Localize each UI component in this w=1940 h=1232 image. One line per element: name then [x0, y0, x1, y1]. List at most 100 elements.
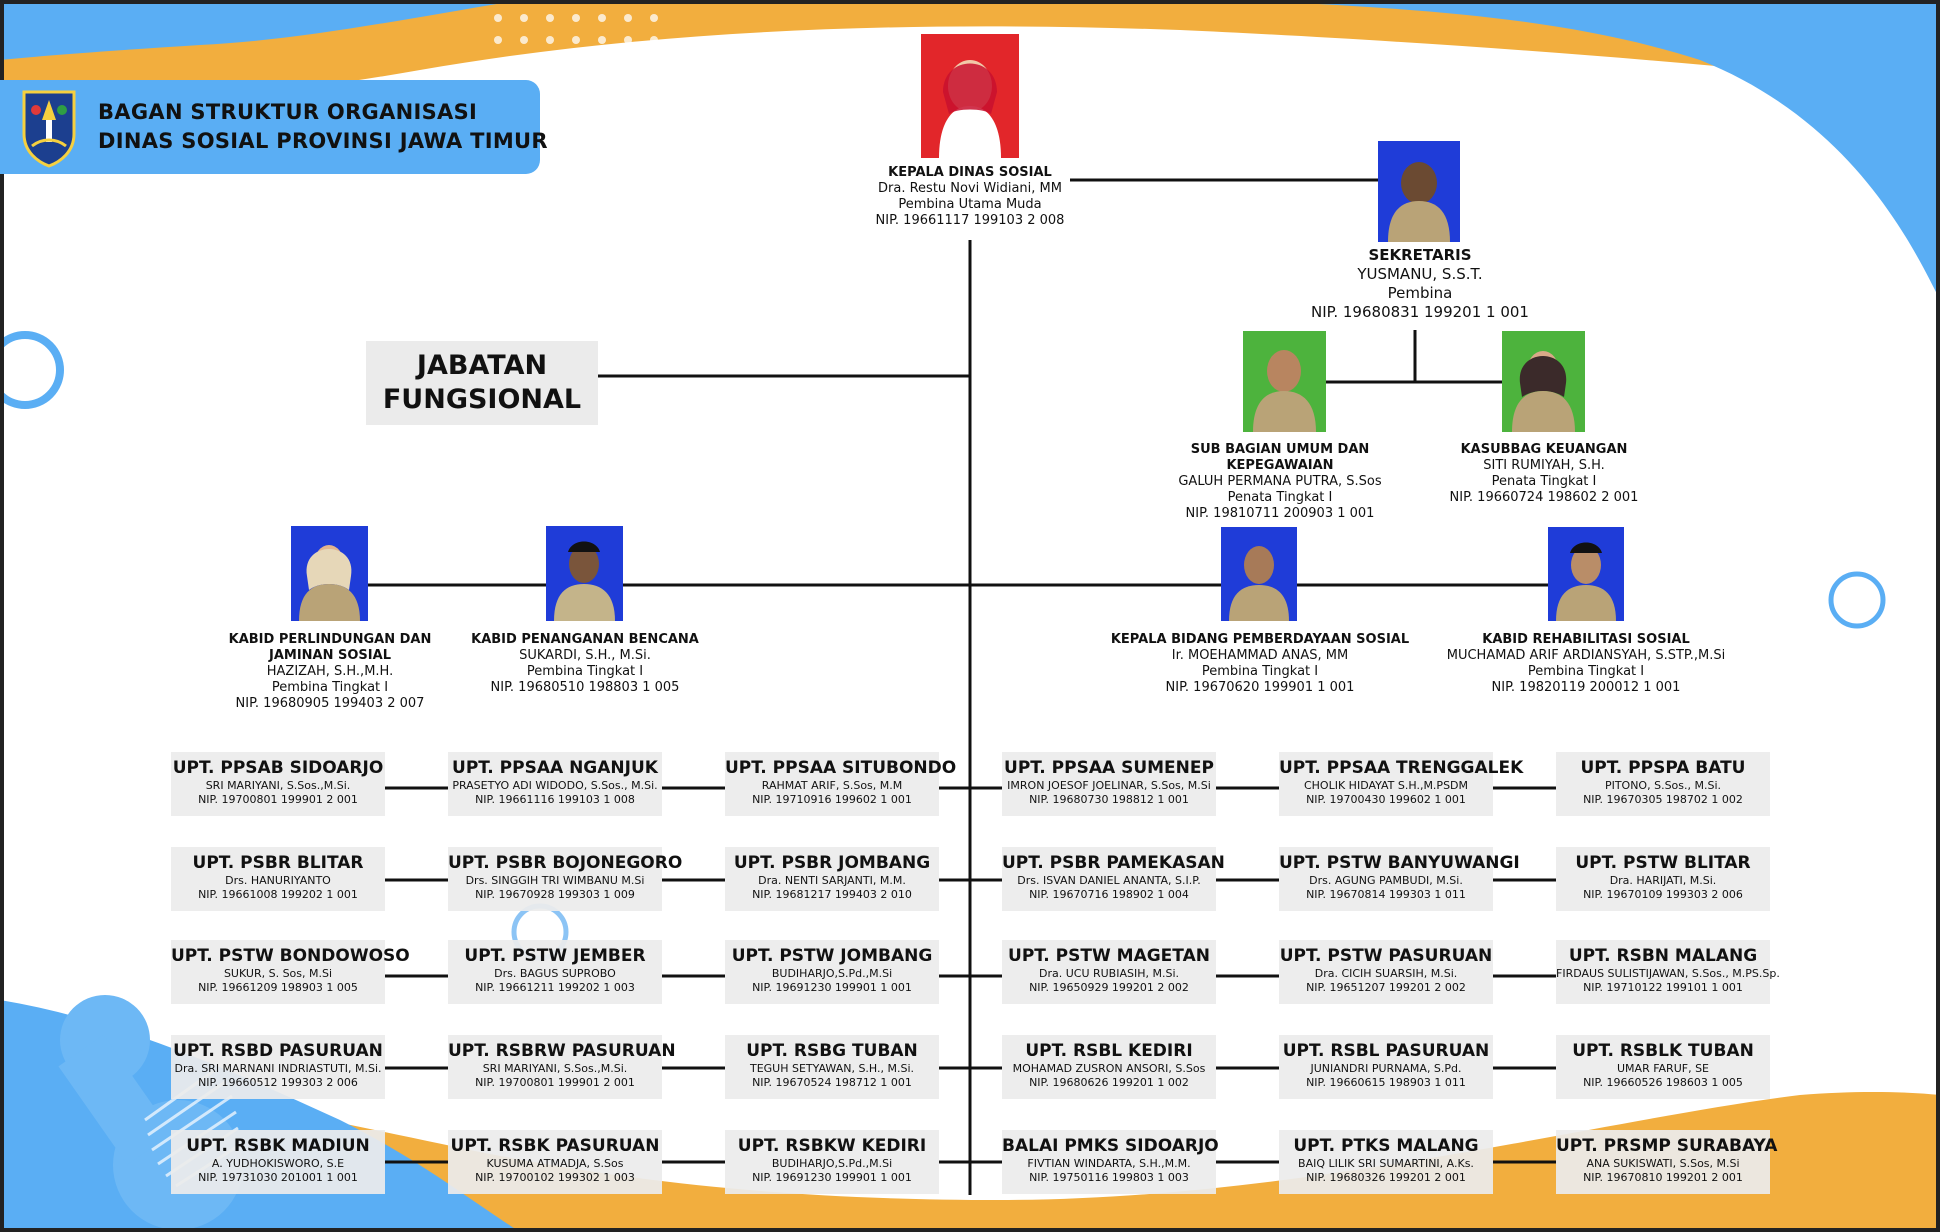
upt-nip: NIP. 19670524 198712 1 001 — [752, 1076, 912, 1089]
upt-head: PRASETYO ADI WIDODO, S.Sos., M.Si. — [452, 779, 658, 792]
kabid-perlindungan-rank: Pembina Tingkat I — [271, 680, 389, 695]
upt-nip: NIP. 19670305 198702 1 002 — [1583, 793, 1743, 806]
upt-head: MOHAMAD ZUSRON ANSORI, S.Sos — [1012, 1062, 1206, 1075]
upt-head: BAIQ LILIK SRI SUMARTINI, A.Ks. — [1298, 1157, 1474, 1170]
upt-nip: NIP. 19670814 199303 1 011 — [1306, 888, 1466, 901]
upt-head: PITONO, S.Sos., M.Si. — [1604, 779, 1722, 792]
upt-head: Dra. UCU RUBIASIH, M.Si. — [1038, 967, 1180, 980]
upt-name: UPT. PPSAA TRENGGALEK — [1279, 758, 1524, 778]
upt-nip: NIP. 19710916 199602 1 001 — [752, 793, 912, 806]
kabid-perlindungan-role-line2: JAMINAN SOSIAL — [269, 648, 391, 663]
kepala-dinas-rank: Pembina Utama Muda — [898, 197, 1042, 212]
ring-decoration-left — [0, 331, 64, 409]
upt-nip: NIP. 19670810 199201 2 001 — [1583, 1171, 1743, 1184]
upt-name: UPT. RSBL KEDIRI — [1025, 1041, 1193, 1061]
sekretaris-nip: NIP. 19680831 199201 1 001 — [1311, 303, 1529, 321]
upt-name: UPT. PSTW MAGETAN — [1008, 946, 1210, 966]
kabid-penanganan-name: SUKARDI, S.H., M.Si. — [519, 648, 651, 663]
kepala-pemberdayaan-rank: Pembina Tingkat I — [1201, 664, 1319, 679]
upt-head: JUNIANDRI PURNAMA, S.Pd. — [1310, 1062, 1462, 1075]
sekretaris-name: YUSMANU, S.S.T. — [1357, 265, 1483, 283]
upt-head: Drs. AGUNG PAMBUDI, M.Si. — [1309, 874, 1463, 887]
upt-nip: NIP. 19661008 199202 1 001 — [198, 888, 358, 901]
upt-nip: NIP. 19681217 199403 2 010 — [752, 888, 912, 901]
upt-name: UPT. PSBR BOJONEGORO — [448, 853, 683, 873]
upt-nip: NIP. 19660512 199303 2 006 — [198, 1076, 358, 1089]
upt-name: UPT. PSTW BANYUWANGI — [1279, 853, 1520, 873]
upt-name: UPT. RSBK MADIUN — [186, 1136, 370, 1156]
sekretaris-rank: Pembina — [1387, 284, 1453, 302]
upt-name: UPT. PSBR BLITAR — [192, 853, 364, 873]
upt-head: BUDIHARJO,S.Pd.,M.Si — [771, 967, 893, 980]
kabid-rehabilitasi-card: KABID REHABILITASI SOSIAL MUCHAMAD ARIF … — [1436, 632, 1736, 696]
kepala-dinas-name: Dra. Restu Novi Widiani, MM — [878, 181, 1062, 196]
upt-name: UPT. PPSAA SITUBONDO — [725, 758, 957, 778]
upt-nip: NIP. 19680326 199201 2 001 — [1306, 1171, 1466, 1184]
kabid-rehabilitasi-role: KABID REHABILITASI SOSIAL — [1482, 632, 1690, 647]
upt-nip: NIP. 19670716 198902 1 004 — [1029, 888, 1189, 901]
upt-nip: NIP. 19700801 199901 2 001 — [198, 793, 358, 806]
kepala-dinas-role: KEPALA DINAS SOSIAL — [888, 165, 1052, 180]
kabid-rehabilitasi-photo — [1548, 527, 1624, 621]
kepala-pemberdayaan-role: KEPALA BIDANG PEMBERDAYAAN SOSIAL — [1110, 632, 1410, 647]
kepala-pemberdayaan-nip: NIP. 19670620 199901 1 001 — [1165, 680, 1355, 695]
kabid-rehabilitasi-name: MUCHAMAD ARIF ARDIANSYAH, S.STP.,M.Si — [1446, 648, 1726, 663]
subbag-umum-nip: NIP. 19810711 200903 1 001 — [1185, 506, 1375, 521]
upt-nip: NIP. 19691230 199901 1 001 — [752, 981, 912, 994]
org-chart-title-line1: BAGAN STRUKTUR ORGANISASI — [98, 100, 478, 124]
kepala-dinas-card: KEPALA DINAS SOSIAL Dra. Restu Novi Widi… — [830, 165, 1110, 229]
org-chart-title-line2: DINAS SOSIAL PROVINSI JAWA TIMUR — [98, 129, 548, 153]
kabid-penanganan-rank: Pembina Tingkat I — [526, 664, 644, 679]
ring-decoration-right — [1828, 571, 1886, 629]
upt-name: UPT. RSBD PASURUAN — [173, 1041, 383, 1061]
upt-name: UPT. PPSAA SUMENEP — [1004, 758, 1214, 778]
kabid-perlindungan-role-line1: KABID PERLINDUNGAN DAN — [228, 632, 432, 647]
upt-nip: NIP. 19650929 199201 2 002 — [1029, 981, 1189, 994]
upt-nip: NIP. 19651207 199201 2 002 — [1306, 981, 1466, 994]
sekretaris-card: SEKRETARIS YUSMANU, S.S.T. Pembina NIP. … — [1270, 246, 1570, 322]
upt-name: UPT. RSBK PASURUAN — [450, 1136, 660, 1156]
upt-name: UPT. PRSMP SURABAYA — [1556, 1136, 1778, 1156]
upt-nip: NIP. 19691230 199901 1 001 — [752, 1171, 912, 1184]
upt-name: UPT. RSBG TUBAN — [746, 1041, 918, 1061]
upt-name: UPT. PTKS MALANG — [1293, 1136, 1479, 1156]
header-banner — [0, 80, 540, 174]
upt-head: CHOLIK HIDAYAT S.H.,M.PSDM — [1303, 779, 1469, 792]
province-emblem-icon — [22, 90, 76, 168]
kabid-penanganan-card: KABID PENANGANAN BENCANA SUKARDI, S.H., … — [455, 632, 715, 696]
upt-nip: NIP. 19700801 199901 2 001 — [475, 1076, 635, 1089]
upt-name: UPT. PPSAA NGANJUK — [452, 758, 658, 778]
upt-head: SRI MARIYANI, S.Sos.,M.Si. — [205, 779, 351, 792]
upt-head: Drs. HANURIYANTO — [225, 874, 331, 887]
kasubbag-keuangan-nip: NIP. 19660724 198602 2 001 — [1449, 490, 1639, 505]
upt-nip: NIP. 19700430 199602 1 001 — [1306, 793, 1466, 806]
kasubbag-keuangan-rank: Penata Tingkat I — [1491, 474, 1597, 489]
kabid-perlindungan-card: KABID PERLINDUNGAN DAN JAMINAN SOSIAL HA… — [200, 632, 460, 712]
upt-head: Dra. SRI MARNANI INDRIASTUTI, M.Si. — [174, 1062, 382, 1075]
upt-name: UPT. PSBR JOMBANG — [733, 853, 931, 873]
upt-nip: NIP. 19680626 199201 1 002 — [1029, 1076, 1189, 1089]
upt-nip: NIP. 19660526 198603 1 005 — [1583, 1076, 1743, 1089]
upt-name: UPT. PSTW PASURUAN — [1279, 946, 1493, 966]
